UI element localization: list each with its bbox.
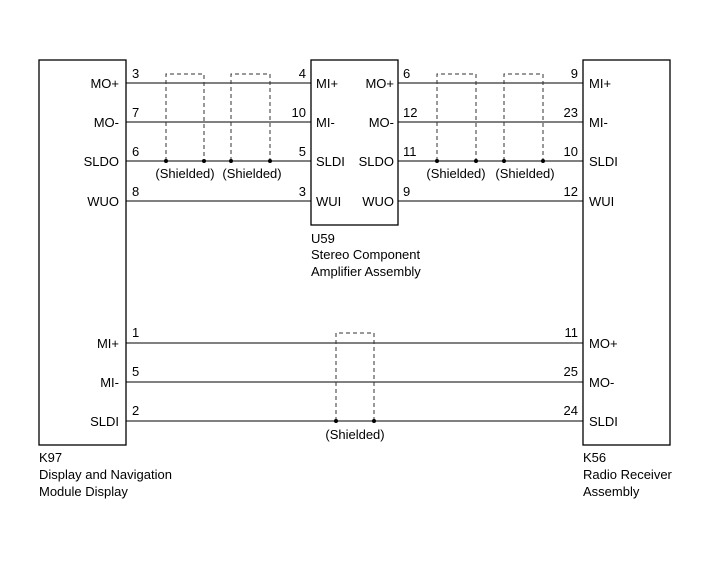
shield-label-1: (Shielded) [155,166,214,181]
shield-drain-dot [334,419,338,423]
k56-terminal-sldi-2: SLDI [589,414,618,429]
u59-left-pin-number: 3 [299,184,306,199]
shield-drain-dot [164,159,168,163]
k56-pin-number: 24 [564,403,578,418]
k56-terminal-wui: WUI [589,194,614,209]
k56-code: K56 [583,450,606,465]
k97-terminal-wuo: WUO [87,194,119,209]
u59-right-pin-number: 6 [403,66,410,81]
u59-left-pin-number: 5 [299,144,306,159]
k97-terminal-mi-plus: MI+ [97,336,119,351]
shield-label-4: (Shielded) [495,166,554,181]
k56-pin-number: 10 [564,144,578,159]
u59-terminal-wuo: WUO [362,194,394,209]
k56-terminal-sldi: SLDI [589,154,618,169]
u59-terminal-mo-minus: MO- [369,115,394,130]
shield-drain-dot [229,159,233,163]
shield-drain-dot [435,159,439,163]
k56-component-box [582,59,671,446]
shield-outline-5 [335,332,375,421]
k56-terminal-mi-minus: MI- [589,115,608,130]
u59-code: U59 [311,231,335,246]
shield-drain-dot [268,159,272,163]
shield-drain-dot [474,159,478,163]
u59-name-line1: Stereo Component [311,247,421,262]
k56-terminal-mo-minus: MO- [589,375,614,390]
k56-name-line2: Assembly [583,484,640,499]
shield-outline-2 [230,73,271,161]
u59-terminal-sldi: SLDI [316,154,345,169]
k97-pin-number: 5 [132,364,139,379]
shield-label-3: (Shielded) [426,166,485,181]
k97-pin-number: 7 [132,105,139,120]
u59-right-pin-number: 11 [403,144,417,159]
shield-drain-dot [502,159,506,163]
k97-terminal-mo-plus: MO+ [90,76,119,91]
k97-code: K97 [39,450,62,465]
shield-outline-3 [436,73,477,161]
k56-pin-number: 11 [565,325,579,340]
shield-outline-4 [503,73,544,161]
shield-label-5: (Shielded) [325,427,384,442]
u59-left-pin-number: 10 [292,105,306,120]
shield-label-2: (Shielded) [222,166,281,181]
k56-pin-number: 25 [564,364,578,379]
shield-drain-dot [541,159,545,163]
k97-pin-number: 3 [132,66,139,81]
u59-terminal-mo-plus: MO+ [365,76,394,91]
k56-name-line1: Radio Receiver [583,467,673,482]
u59-terminal-sldo: SLDO [359,154,394,169]
k56-pin-number: 9 [571,66,578,81]
k97-pin-number: 8 [132,184,139,199]
k56-pin-number: 12 [564,184,578,199]
k97-name-line1: Display and Navigation [39,467,172,482]
shield-outline-1 [165,73,205,161]
k97-name-line2: Module Display [39,484,128,499]
k56-pin-number: 23 [564,105,578,120]
shield-drain-dot [202,159,206,163]
u59-terminal-wui: WUI [316,194,341,209]
u59-name-line2: Amplifier Assembly [311,264,421,279]
u59-component-box [310,59,399,226]
k97-terminal-mo-minus: MO- [94,115,119,130]
k97-terminal-mi-minus: MI- [100,375,119,390]
k97-terminal-sldi: SLDI [90,414,119,429]
u59-terminal-mi-minus: MI- [316,115,335,130]
u59-terminal-mi-plus: MI+ [316,76,338,91]
k97-terminal-sldo: SLDO [84,154,119,169]
k97-pin-number: 1 [132,325,139,340]
shield-drain-dot [372,419,376,423]
k97-component-box [38,59,127,446]
k56-terminal-mo-plus: MO+ [589,336,618,351]
k97-pin-number: 6 [132,144,139,159]
k97-pin-number: 2 [132,403,139,418]
k56-terminal-mi-plus: MI+ [589,76,611,91]
u59-right-pin-number: 12 [403,105,417,120]
u59-right-pin-number: 9 [403,184,410,199]
u59-left-pin-number: 4 [299,66,306,81]
